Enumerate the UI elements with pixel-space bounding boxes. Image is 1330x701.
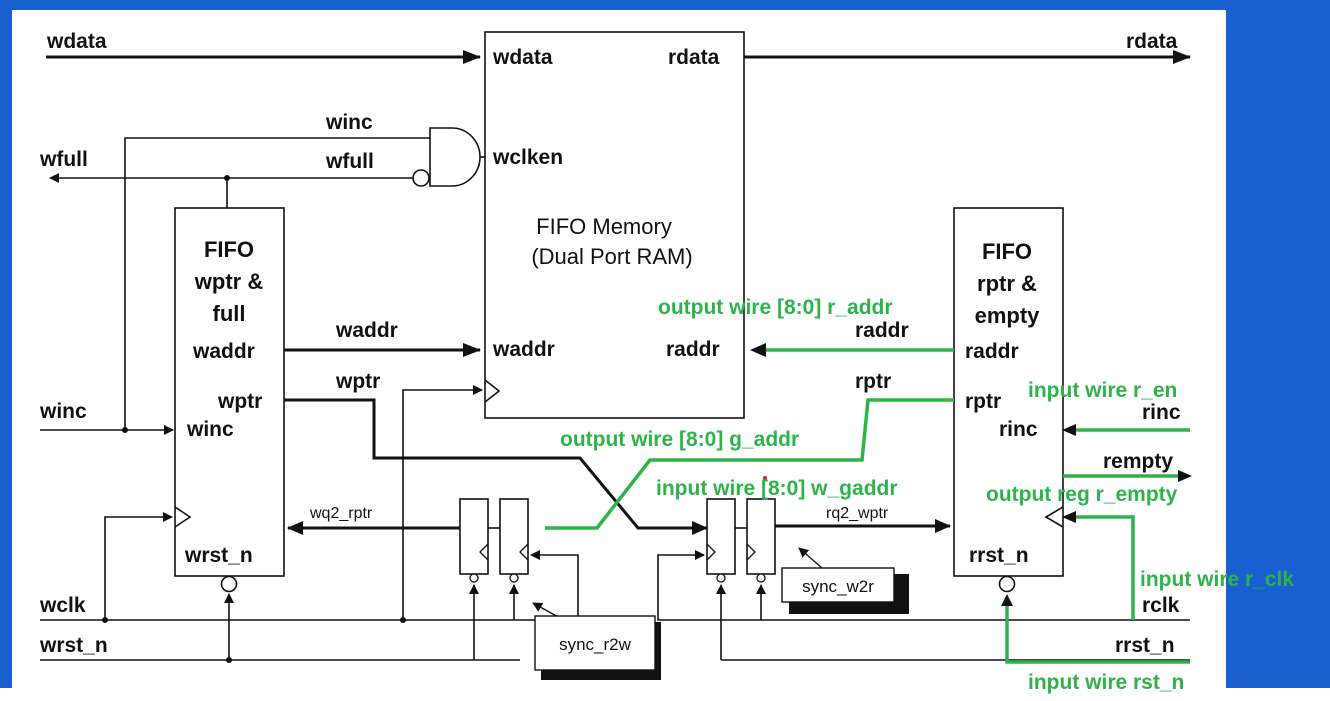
annotation-w-gaddr: input wire [8:0] w_gaddr	[656, 477, 898, 500]
rinc-arrowhead	[1062, 424, 1076, 436]
rptr-green-wire	[545, 398, 954, 530]
frame-right	[1226, 0, 1330, 701]
memory-pin-rdata: rdata	[668, 46, 720, 69]
sync-r2w-label: sync_r2w	[559, 635, 632, 654]
sync-r2w-rst-bubble-2	[509, 573, 519, 583]
wclk-to-block	[104, 512, 173, 620]
read-pin-rptr: rptr	[965, 390, 1001, 413]
port-rdata-label: rdata	[1126, 30, 1178, 53]
sync-w2r-clk-1	[706, 543, 716, 561]
port-winc-label: winc	[39, 400, 87, 423]
wptr-wire	[284, 398, 700, 530]
read-reset-bubble	[998, 575, 1016, 593]
memory-clock-triangle	[484, 379, 501, 403]
signal-rq2-wptr-label: rq2_wptr	[826, 505, 889, 522]
write-pin-wrst-n: wrst_n	[184, 544, 253, 567]
memory-pin-wclken: wclken	[492, 146, 563, 169]
sync-w2r-rst-bubble-2	[756, 573, 766, 583]
port-rclk-label: rclk	[1142, 594, 1180, 617]
read-pin-raddr: raddr	[965, 340, 1019, 363]
read-block-title-2: rptr &	[977, 271, 1037, 296]
signal-waddr-label: waddr	[335, 319, 398, 342]
write-block-title-3: full	[213, 301, 246, 326]
sync-w2r-clk-2	[746, 543, 756, 561]
wrst-junction	[226, 657, 232, 663]
annotation-rst-n: input wire rst_n	[1028, 671, 1184, 694]
memory-title-1: FIFO Memory	[536, 214, 672, 239]
raddr-arrowhead	[750, 343, 766, 357]
signal-rptr-label: rptr	[855, 370, 891, 393]
signal-wq2-rptr-label: wq2_rptr	[309, 505, 373, 522]
rempty-arrowhead	[1178, 470, 1192, 482]
sync-w2r-pointer	[798, 547, 823, 569]
sync-r2w-flop-1	[459, 498, 489, 575]
write-pin-waddr: waddr	[192, 340, 255, 363]
memory-pin-waddr: waddr	[492, 338, 555, 361]
memory-block	[484, 31, 745, 419]
frame-bottom	[0, 688, 1330, 701]
port-rrst-n-label: rrst_n	[1115, 634, 1175, 657]
write-block-title-2: wptr &	[194, 269, 264, 294]
rst-n-arrowhead	[1001, 594, 1013, 606]
memory-pin-raddr: raddr	[666, 338, 720, 361]
port-wdata-label: wdata	[46, 30, 107, 53]
rclk-green-wire	[1068, 515, 1135, 620]
memory-title-2: (Dual Port RAM)	[531, 244, 692, 269]
annotation-g-addr: output wire [8:0] g_addr	[560, 428, 799, 451]
winc-to-gate-wire	[124, 137, 430, 430]
annotation-r-addr: output wire [8:0] r_addr	[658, 296, 893, 319]
write-pin-wptr: wptr	[217, 390, 262, 413]
signal-raddr-label: raddr	[855, 319, 909, 342]
read-block-title-1: FIFO	[982, 239, 1032, 264]
signal-winc-label: winc	[325, 111, 373, 134]
and-gate-inverter-bubble	[412, 169, 430, 187]
read-pointer-block	[953, 207, 1064, 577]
sync-r2w-clk-2	[519, 543, 529, 561]
write-pointer-block	[174, 207, 285, 577]
read-pin-rrst-n: rrst_n	[969, 544, 1029, 567]
read-block-title-3: empty	[975, 303, 1041, 328]
read-clock-triangle	[1044, 506, 1064, 528]
wclk-to-memory	[402, 385, 483, 620]
red-dot-marker	[763, 476, 767, 480]
sync-w2r-label: sync_w2r	[802, 577, 874, 596]
sync-r2w-clk-1	[479, 543, 489, 561]
rst-n-green-wire	[1005, 600, 1190, 664]
port-wclk-label: wclk	[39, 594, 86, 617]
sync-w2r-rst-bubble-1	[716, 573, 726, 583]
wclk-junction-1	[102, 617, 108, 623]
port-wfull-label: wfull	[39, 148, 88, 171]
sync-r2w-rst-bubble-1	[469, 573, 479, 583]
annotation-r-clk: input wire r_clk	[1140, 568, 1294, 591]
sync-r2w-flop-2	[499, 498, 529, 575]
port-rinc-label: rinc	[1142, 401, 1181, 424]
read-pin-rinc: rinc	[999, 418, 1038, 441]
annotation-r-empty: output reg r_empty	[986, 483, 1178, 506]
sync-r2w-clk-wire	[530, 550, 579, 620]
frame-left	[0, 0, 12, 701]
and-gate	[429, 127, 481, 187]
wclk-junction-2	[400, 617, 406, 623]
rclk-to-sync	[657, 550, 1190, 621]
write-block-title-1: FIFO	[204, 237, 254, 262]
rclk-arrowhead	[1062, 511, 1076, 523]
port-wrst-n-label: wrst_n	[39, 634, 108, 657]
sync-w2r-label-box	[781, 567, 895, 603]
write-clock-triangle	[174, 506, 192, 528]
sync-w2r-flop-1	[706, 498, 736, 575]
write-pin-winc: winc	[186, 418, 234, 441]
signal-wfull-label: wfull	[325, 150, 374, 173]
sync-w2r-flop-2	[746, 498, 776, 575]
frame-top	[0, 0, 1330, 10]
memory-pin-wdata: wdata	[492, 46, 553, 69]
annotation-r-en: input wire r_en	[1028, 379, 1177, 402]
sync-r2w-label-box	[534, 615, 656, 671]
signal-wptr-label: wptr	[335, 370, 380, 393]
port-rempty-label: rempty	[1103, 450, 1173, 473]
write-reset-bubble	[220, 575, 238, 593]
